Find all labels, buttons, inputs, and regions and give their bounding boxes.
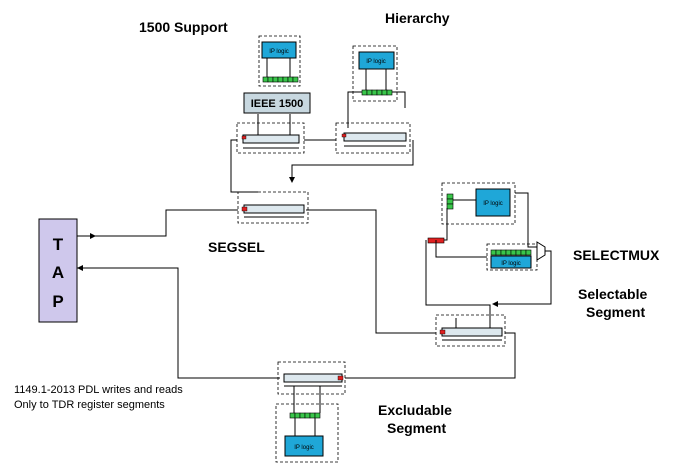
ip-logic-hierarchy-label: IP logic bbox=[366, 59, 386, 65]
register-excludable bbox=[289, 412, 321, 419]
ip-logic-selectmux-upper-label: IP logic bbox=[483, 201, 503, 207]
wire-segsel-to-selectable bbox=[306, 209, 436, 334]
segment-1500-taps bbox=[257, 114, 291, 135]
wire-tdi-to-segsel bbox=[77, 209, 238, 237]
register-hierarchy bbox=[361, 89, 393, 96]
group-excludable-segment: IP logic bbox=[275, 361, 346, 463]
register-selectmux-lower bbox=[490, 249, 532, 256]
segment-excludable bbox=[283, 373, 343, 383]
group-segsel bbox=[237, 191, 309, 224]
label-hierarchy: Hierarchy bbox=[385, 10, 450, 26]
wire-excludable-to-tdo bbox=[77, 267, 280, 379]
selectmux-lower-return bbox=[425, 240, 491, 326]
selectmux-mux bbox=[536, 241, 546, 261]
segment-1500 bbox=[242, 134, 300, 144]
ieee-1500-wrapper bbox=[243, 92, 311, 114]
group-1500-support: IP logic IEEE 1500 bbox=[236, 35, 311, 154]
ieee-1500-label: IEEE 1500 bbox=[251, 98, 304, 110]
group-selectable-segment bbox=[435, 314, 506, 347]
ip-logic-hierarchy bbox=[358, 51, 395, 70]
tap-block: T A P bbox=[38, 218, 78, 323]
segment-selectable bbox=[441, 327, 503, 337]
tap-letter-p: P bbox=[52, 292, 63, 311]
tap-letter-t: T bbox=[53, 235, 64, 254]
label-excludable-line2: Segment bbox=[387, 420, 446, 436]
segment-segsel bbox=[243, 204, 305, 214]
ip-hierarchy-connections bbox=[365, 69, 387, 90]
label-selectable-line1: Selectable bbox=[578, 286, 647, 302]
label-selectable-line2: Segment bbox=[586, 304, 645, 320]
segment-selectable-taps bbox=[455, 318, 491, 328]
selectmux-feed-lower bbox=[435, 240, 487, 258]
group-hierarchy: IP logic bbox=[335, 45, 411, 154]
label-1500-support: 1500 Support bbox=[139, 19, 228, 35]
tap-letter-a: A bbox=[52, 263, 64, 282]
ip-excludable-connections bbox=[294, 418, 316, 436]
ip-1500-connections bbox=[266, 58, 291, 77]
wire-selectable-to-excludable bbox=[345, 332, 516, 379]
ip-logic-selectmux-upper bbox=[475, 188, 511, 217]
ip-logic-1500 bbox=[261, 41, 297, 59]
note-line2: Only to TDR register segments bbox=[14, 399, 165, 411]
label-excludable-line1: Excludable bbox=[378, 402, 452, 418]
note-line1: 1149.1-2013 PDL writes and reads bbox=[14, 384, 183, 396]
ip-logic-excludable-label: IP logic bbox=[294, 445, 314, 451]
label-segsel: SEGSEL bbox=[208, 239, 265, 255]
segment-hierarchy bbox=[343, 132, 407, 142]
group-selectmux: IP logic IP logic bbox=[425, 182, 552, 326]
hier-register-loop bbox=[347, 91, 406, 128]
register-1500 bbox=[262, 76, 299, 83]
selectmux-upper-out bbox=[515, 192, 537, 248]
selectmux-feed-upper bbox=[444, 208, 448, 241]
segment-excludable-taps bbox=[293, 386, 321, 413]
ip-logic-excludable bbox=[284, 435, 324, 457]
ip-logic-selectmux-lower-label: IP logic bbox=[501, 261, 521, 267]
ip-logic-1500-label: IP logic bbox=[269, 49, 289, 55]
selectmux-out bbox=[495, 250, 552, 305]
ip-logic-selectmux-lower bbox=[490, 255, 532, 269]
label-selectmux: SELECTMUX bbox=[573, 247, 660, 263]
